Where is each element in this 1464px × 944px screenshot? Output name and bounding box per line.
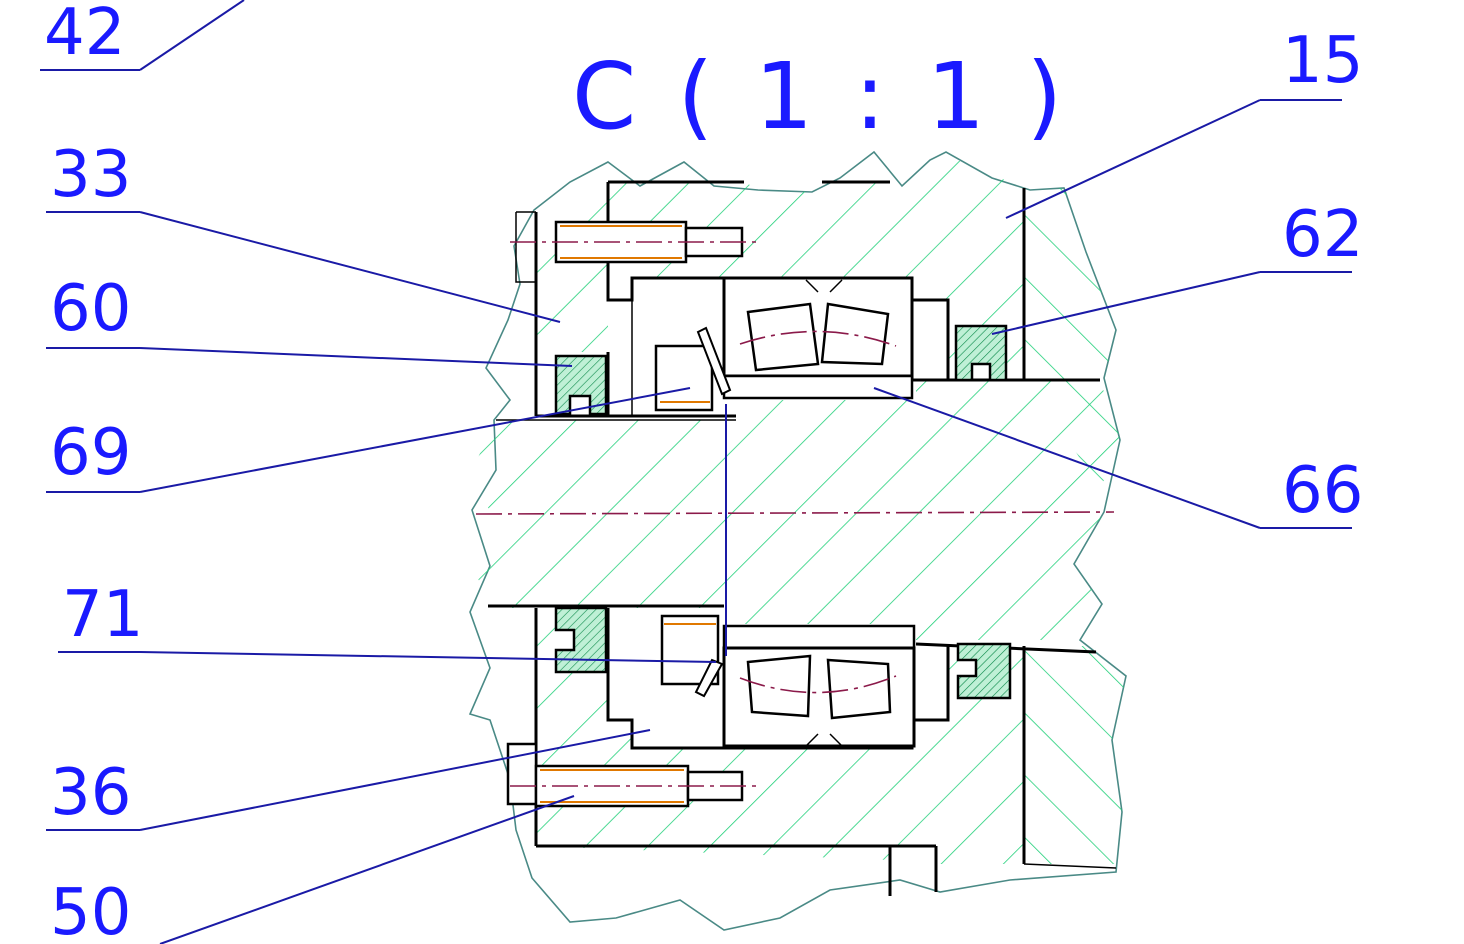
callout-label-42: 42 [44, 0, 125, 70]
callout-15: 15 [1005, 24, 1363, 219]
shaft [470, 380, 1120, 640]
callout-71: 71 [58, 578, 717, 663]
lower-assembly [488, 604, 1117, 896]
callout-label-69: 69 [50, 416, 131, 490]
seal-60 [554, 354, 608, 416]
callout-42: 42 [40, 0, 245, 71]
callout-66: 66 [873, 387, 1363, 529]
callout-label-50: 50 [50, 876, 131, 944]
callout-60: 60 [46, 272, 573, 367]
callout-label-71: 71 [62, 578, 143, 652]
callout-36: 36 [46, 729, 651, 831]
callout-label-60: 60 [50, 272, 131, 346]
callout-label-36: 36 [50, 756, 131, 830]
seal-62 [954, 324, 1008, 382]
callout-50: 50 [50, 795, 575, 944]
upper-assembly [496, 180, 1100, 421]
callout-69: 69 [46, 387, 691, 493]
callout-label-15: 15 [1282, 24, 1363, 98]
callout-label-33: 33 [50, 138, 131, 212]
callout-62: 62 [991, 198, 1363, 335]
callout-33: 33 [46, 138, 561, 323]
outer-housing-right-lower [1024, 646, 1126, 864]
view-title: C ( 1 : 1 ) [572, 43, 1068, 150]
callout-label-62: 62 [1282, 198, 1363, 272]
callout-label-66: 66 [1282, 454, 1363, 528]
axis-centerline [475, 511, 1115, 515]
housing-upper [536, 156, 1024, 380]
